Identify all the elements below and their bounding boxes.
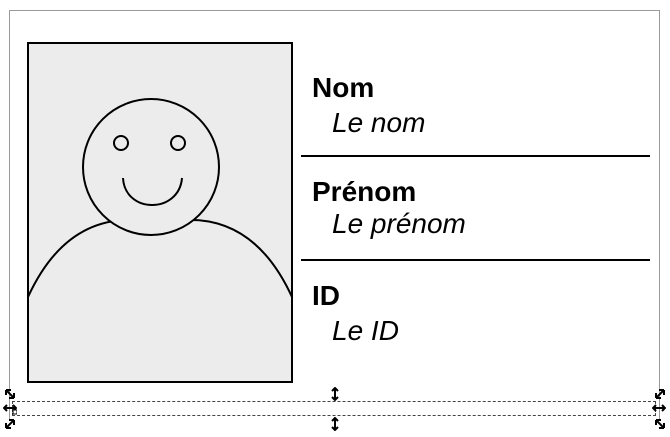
horizontal-scale-arrow-icon[interactable] <box>3 401 17 415</box>
corner-scale-arrow-icon[interactable] <box>652 388 666 402</box>
divider-2 <box>301 259 650 261</box>
prenom-value: Le prénom <box>332 208 466 239</box>
corner-scale-arrow-icon[interactable] <box>4 416 18 430</box>
nom-value: Le nom <box>332 107 426 138</box>
selection-bounding-box[interactable] <box>12 401 656 416</box>
avatar-left-eye <box>113 135 129 151</box>
avatar-placeholder-icon[interactable] <box>27 42 293 383</box>
corner-scale-arrow-icon[interactable] <box>4 388 18 402</box>
id-value: Le ID <box>332 315 399 346</box>
avatar-head <box>82 98 220 236</box>
horizontal-scale-arrow-icon[interactable] <box>652 401 666 415</box>
nom-label: Nom <box>312 72 375 103</box>
avatar-right-eye <box>170 135 186 151</box>
avatar-smile <box>122 177 183 206</box>
vertical-scale-arrow-icon[interactable] <box>328 417 342 431</box>
vertical-scale-arrow-icon[interactable] <box>328 387 342 401</box>
corner-scale-arrow-icon[interactable] <box>652 416 666 430</box>
id-label: ID <box>312 280 340 311</box>
prenom-label: Prénom <box>312 176 417 207</box>
divider-1 <box>301 155 650 157</box>
